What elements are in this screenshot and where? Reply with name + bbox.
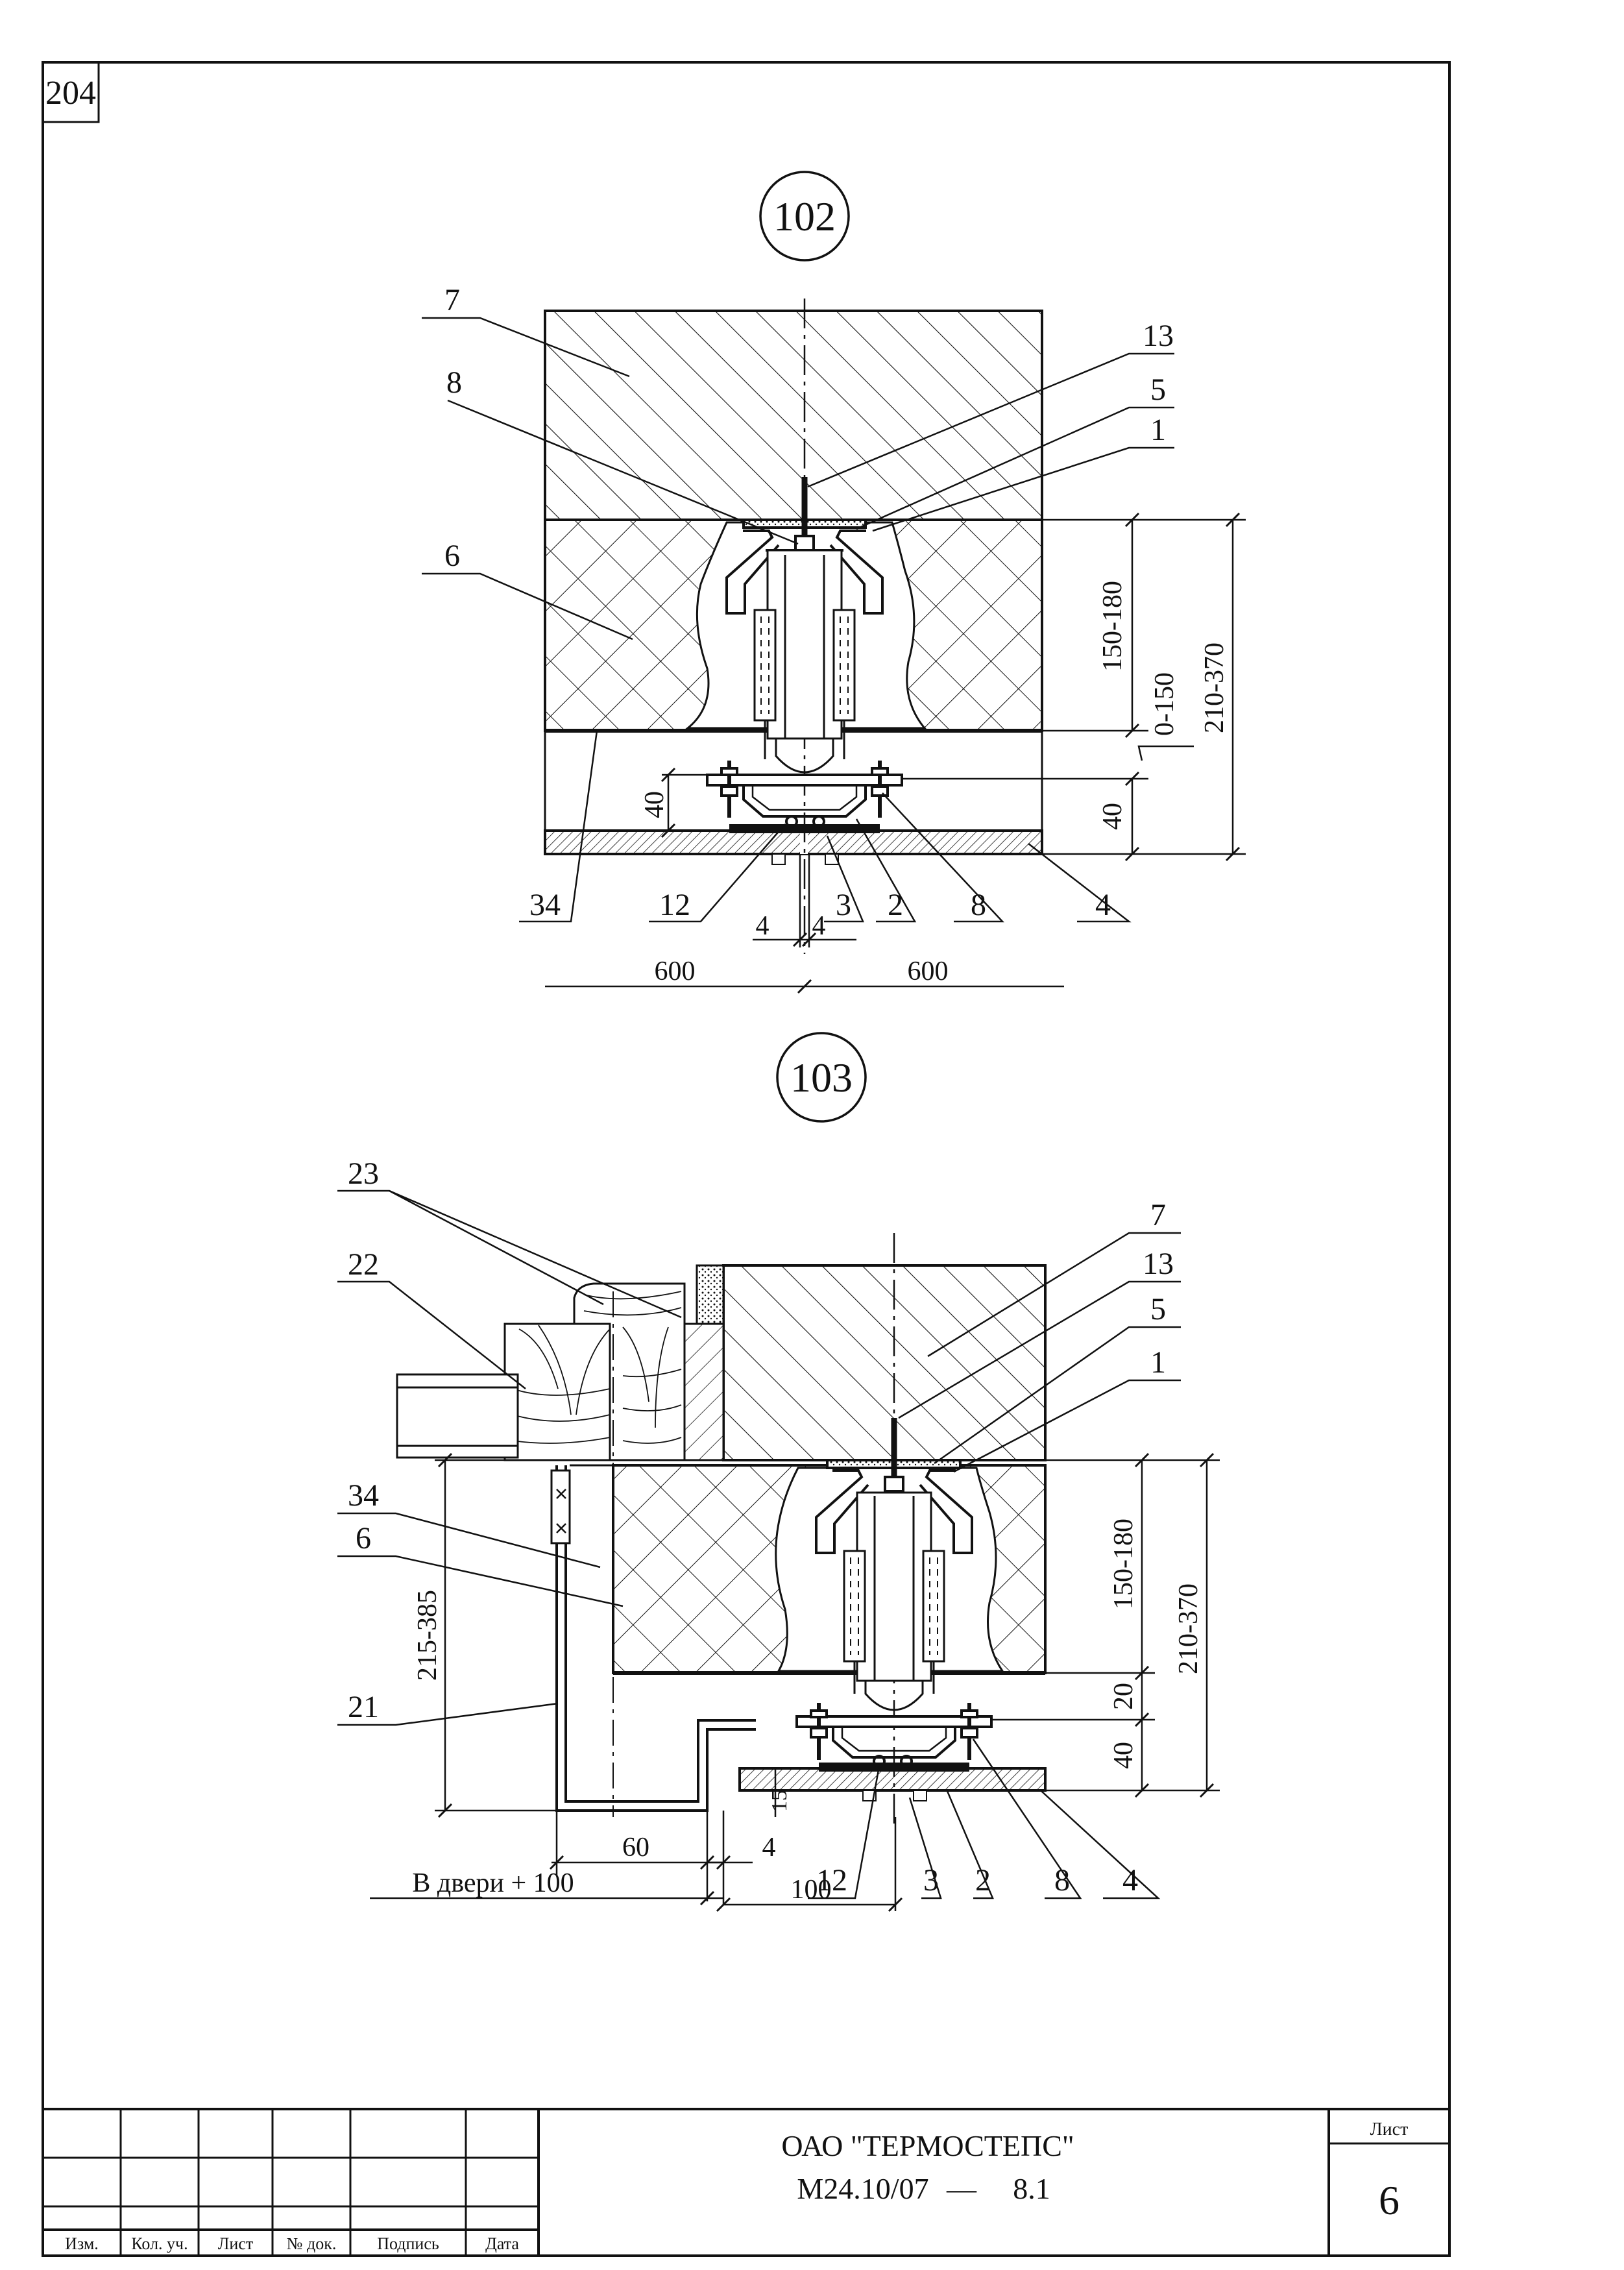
document-code: М24.10/07 [797,2172,928,2205]
col-list: Лист [218,2234,253,2253]
sheet-number: 6 [1379,2177,1400,2223]
wall-cap [696,1264,725,1325]
callout-3-103: 3 [923,1863,939,1898]
col-doc-no: № док. [287,2234,337,2253]
dim-215-385: 215-385 [413,1590,442,1681]
dim-150-180: 150-180 [1098,581,1128,672]
mounting-bracket [725,477,884,774]
detail-102-marker [759,171,850,262]
sheet-label: Лист [1370,2119,1409,2140]
callout-8b: 8 [971,888,986,922]
section-number: 8.1 [1013,2172,1050,2205]
floor-plate [544,829,1043,855]
door-frame-profile [396,1373,519,1459]
document-dash: — [946,2172,977,2205]
callout-6-103: 6 [356,1521,371,1556]
door-note: В двери + 100 [412,1868,574,1898]
detail-103-dim-ticks [437,1452,1215,1912]
mounting-bracket-103 [815,1418,973,1711]
door-sill-profile [550,1464,756,1812]
callout-34-103: 34 [348,1478,379,1513]
dim-40-103: 40 [1109,1742,1139,1769]
callout-12: 12 [659,888,690,922]
detail-103: 103 [337,1032,1220,1912]
dim-600-right: 600 [908,957,949,986]
callout-22: 22 [348,1247,379,1282]
detail-103-dimensions [370,1459,1220,1911]
stamp-column-labels: Изм. Кол. уч. Лист № док. Подпись Дата [65,2234,519,2253]
dim-4-right: 4 [812,911,826,941]
callout-34: 34 [529,888,561,922]
callout-21: 21 [348,1690,379,1724]
wall-thin [683,1323,725,1461]
callout-8: 8 [446,365,462,400]
detail-102-dimension-labels: 150-180 0-150 210-370 40 40 4 4 600 600 [640,581,1230,986]
dim-4-103: 4 [762,1833,776,1862]
col-izm: Изм. [65,2234,99,2253]
dim-40-left: 40 [640,791,670,818]
dim-210-370-103: 210-370 [1174,1583,1204,1674]
dim-4-left: 4 [756,911,770,941]
detail-102-number: 102 [773,193,836,239]
detail-102-leaders [422,317,1174,923]
callout-2-103: 2 [975,1863,991,1898]
callout-23: 23 [348,1156,379,1191]
dim-600-left: 600 [655,957,696,986]
callout-4: 4 [1095,888,1111,922]
page-number: 204 [45,75,96,112]
callout-7-103: 7 [1150,1198,1166,1232]
dim-150-180-103: 150-180 [1109,1519,1139,1609]
callout-6: 6 [444,539,460,573]
dim-15: 15 [768,1790,792,1812]
col-signature: Подпись [377,2234,439,2253]
title-block [43,2108,1449,2256]
callout-1-103: 1 [1150,1345,1166,1380]
callout-7: 7 [444,283,460,317]
dim-60: 60 [622,1833,649,1862]
dim-100: 100 [791,1875,832,1905]
col-date: Дата [485,2234,519,2253]
callout-2: 2 [888,888,903,922]
sheet-frame [42,61,1451,2257]
detail-103-leaders [337,1190,1181,1899]
detail-102: 102 [422,171,1246,994]
dim-40-right: 40 [1098,803,1128,830]
col-kol-uch: Кол. уч. [131,2234,188,2253]
callout-5: 5 [1150,372,1166,407]
floor-plate-103 [738,1767,1047,1792]
callout-4-103: 4 [1122,1863,1138,1898]
callout-3: 3 [836,888,851,922]
callout-13-103: 13 [1143,1247,1174,1281]
callout-8-103: 8 [1054,1863,1070,1898]
dim-210-370: 210-370 [1200,642,1230,733]
timber-frame [503,1282,686,1461]
dim-0-150: 0-150 [1150,672,1180,736]
base-channel [706,761,903,865]
callout-12-103: 12 [816,1863,847,1898]
detail-103-number: 103 [790,1055,853,1101]
organization-name: ОАО "ТЕРМОСТЕПС" [781,2129,1074,2162]
detail-103-marker [776,1032,867,1123]
callout-1: 1 [1150,413,1166,447]
detail-102-dim-ticks [661,512,1241,994]
callout-13: 13 [1143,319,1174,353]
wall-section [722,1264,1047,1461]
dim-20: 20 [1109,1683,1139,1710]
detail-102-callouts: 7 8 13 5 1 6 34 12 3 2 8 4 [444,283,1174,922]
detail-103-dimension-labels: 150-180 210-370 20 40 215-385 15 60 4 10… [412,1519,1204,1905]
detail-103-callouts: 23 22 7 13 5 1 34 6 21 12 3 2 8 4 [348,1156,1174,1898]
callout-5-103: 5 [1150,1292,1166,1326]
floor-beam-section [544,310,1043,521]
